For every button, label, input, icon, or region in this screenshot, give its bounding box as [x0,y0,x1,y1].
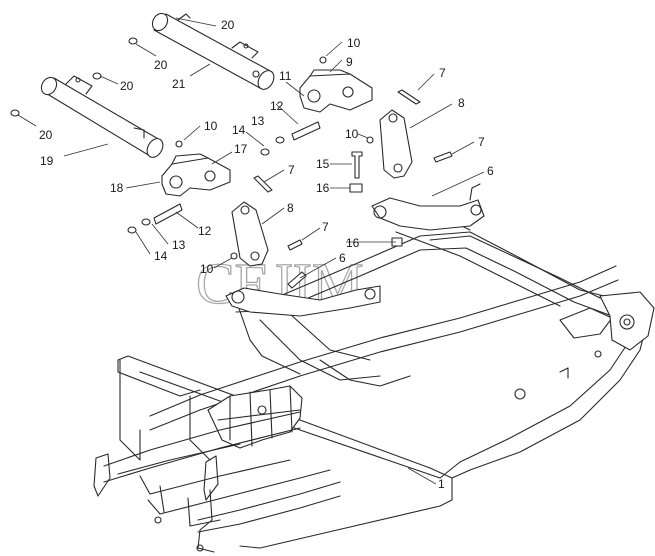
lift-arm-upper [371,183,485,231]
callout-10: 10 [345,127,359,141]
hydraulic-cylinder-21 [151,12,275,90]
lift-arm-lower [225,285,381,317]
callout-13: 13 [172,238,186,252]
leader-lines [17,17,485,485]
callout-10: 10 [204,119,218,133]
callout-6: 6 [339,251,346,265]
callout-1: 1 [438,477,445,491]
callout-10: 10 [200,262,214,276]
callout-20: 20 [154,58,168,72]
callout-6: 6 [487,164,494,178]
pins-and-fasteners [10,37,453,289]
callout-7: 7 [478,135,485,149]
callout-14: 14 [232,123,246,137]
callout-12: 12 [270,99,284,113]
callout-8: 8 [287,201,294,215]
callout-21: 21 [172,77,186,91]
bracket-11 [299,69,373,113]
main-frame [93,205,655,553]
callout-18: 18 [110,181,124,195]
callout-7: 7 [439,66,446,80]
callout-8: 8 [458,96,465,110]
callout-10: 10 [347,36,361,50]
callout-7: 7 [322,220,329,234]
callout-17: 17 [234,142,248,156]
callout-labels: 20 10 9 20 20 21 11 7 20 12 8 19 10 14 1… [39,18,494,491]
hydraulic-cylinder-19 [40,75,164,158]
callout-15: 15 [316,157,330,171]
callout-13: 13 [251,114,265,128]
callout-12: 12 [198,224,212,238]
link-8-upper [379,109,413,179]
callout-20: 20 [120,79,134,93]
callout-20: 20 [221,18,235,32]
callout-9: 9 [346,55,353,69]
callout-20: 20 [39,128,53,142]
callout-11: 11 [279,69,292,83]
bracket-17 [161,153,231,197]
callout-16: 16 [346,236,360,250]
callout-7: 7 [288,163,295,177]
callout-19: 19 [40,154,54,168]
callout-14: 14 [154,249,168,263]
link-8-lower [231,201,269,267]
callout-16: 16 [316,181,330,195]
